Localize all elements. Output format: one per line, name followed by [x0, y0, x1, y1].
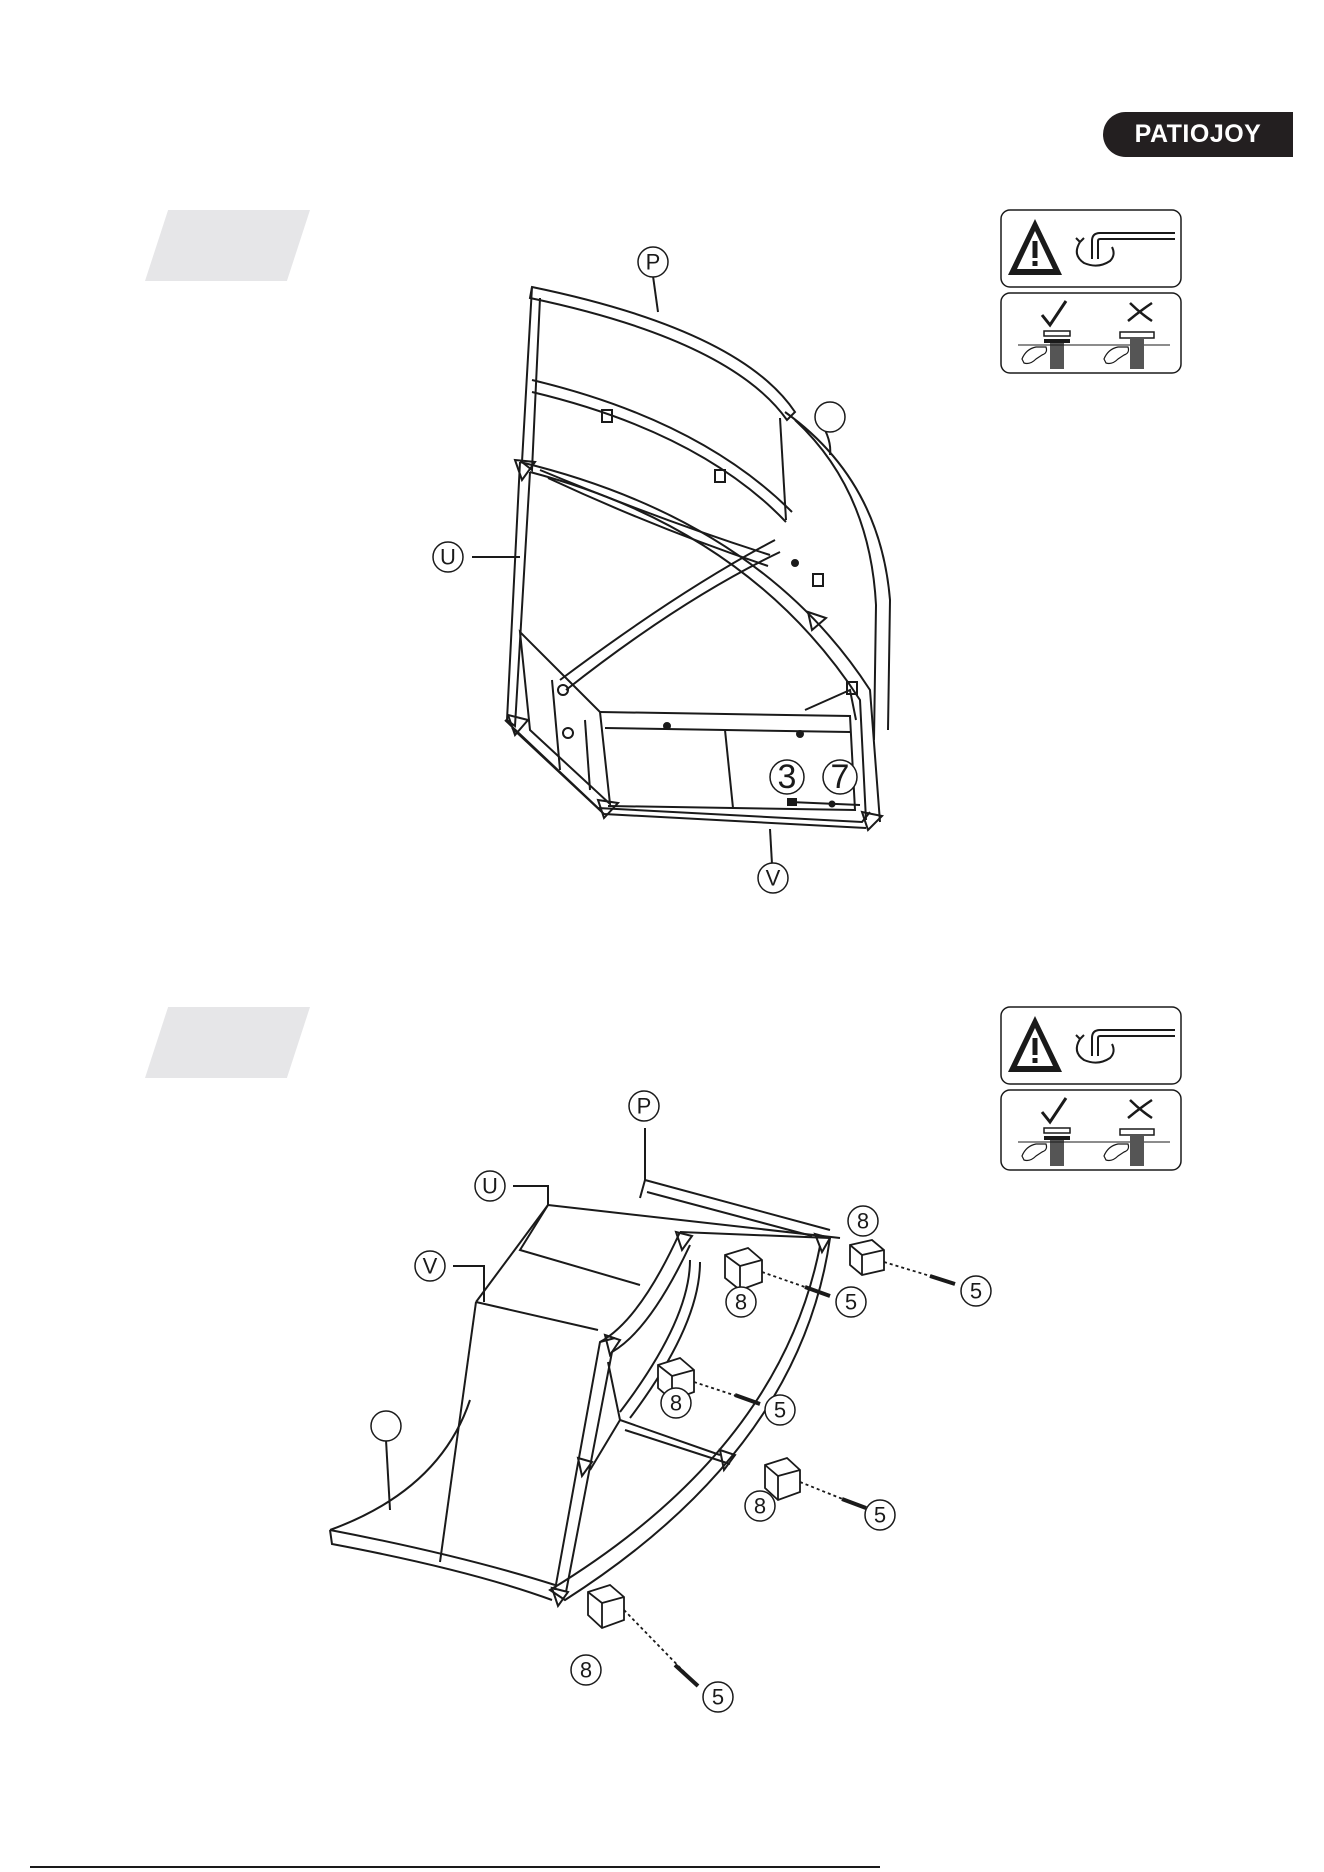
svg-text:7: 7 [831, 758, 850, 796]
svg-text:P: P [637, 1094, 652, 1119]
footer-rule [30, 1866, 880, 1868]
screw-callout: 5 [961, 1276, 991, 1306]
step1-callout-blank [815, 402, 845, 432]
step2-frame-drawing [330, 1128, 840, 1606]
foot-cap-callout: 8 [726, 1287, 756, 1317]
step1-callout-p: P [638, 247, 668, 277]
svg-text:5: 5 [712, 1685, 724, 1710]
svg-text:5: 5 [874, 1503, 886, 1528]
foot-cap-screw-group [588, 1240, 955, 1686]
step1-callout-v: V [758, 863, 788, 893]
step2-callout-blank [371, 1411, 401, 1441]
foot-cap-callout: 8 [848, 1206, 878, 1236]
svg-text:8: 8 [857, 1209, 869, 1234]
screw-callout: 5 [865, 1500, 895, 1530]
step2-callout-v: V [415, 1251, 445, 1281]
svg-text:V: V [423, 1254, 438, 1279]
svg-text:8: 8 [735, 1290, 747, 1315]
foot-cap-callout: 8 [745, 1491, 775, 1521]
svg-text:5: 5 [845, 1290, 857, 1315]
screw-callout: 5 [765, 1395, 795, 1425]
step1-part-bolt: 3 [770, 758, 804, 796]
svg-text:5: 5 [970, 1279, 982, 1304]
svg-text:8: 8 [580, 1658, 592, 1683]
step2-callout-u: U [475, 1171, 505, 1201]
screw-callout: 5 [836, 1287, 866, 1317]
screw-callout: 5 [703, 1682, 733, 1712]
svg-text:5: 5 [774, 1398, 786, 1423]
svg-text:V: V [766, 866, 781, 891]
svg-text:P: P [646, 250, 661, 275]
svg-text:U: U [482, 1174, 498, 1199]
step1-callout-u: U [433, 542, 463, 572]
svg-text:U: U [440, 545, 456, 570]
svg-text:3: 3 [778, 758, 797, 796]
foot-cap-callout: 8 [661, 1388, 691, 1418]
step2-callout-p: P [629, 1091, 659, 1121]
foot-cap-callout: 8 [571, 1655, 601, 1685]
svg-text:8: 8 [754, 1494, 766, 1519]
svg-text:8: 8 [670, 1391, 682, 1416]
